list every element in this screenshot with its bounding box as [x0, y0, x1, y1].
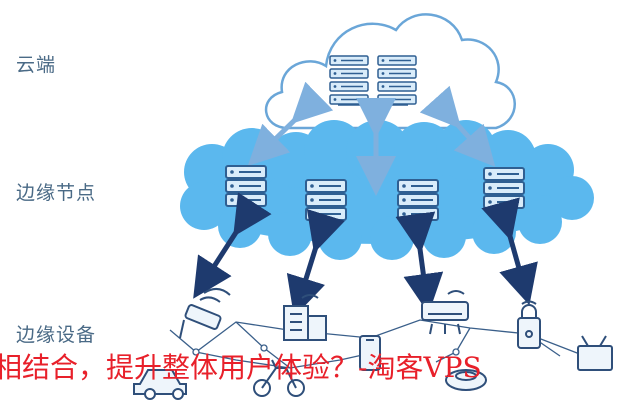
car-icon — [133, 369, 187, 400]
edge-device-arrow-2 — [286, 208, 346, 318]
smartphone-icon — [359, 335, 381, 371]
air-conditioner-icon — [421, 290, 469, 335]
cloud-edge-arrow-1 — [247, 81, 334, 166]
cloud-edge-arrow-3 — [419, 85, 496, 167]
edge-device-arrow-1 — [193, 192, 272, 299]
watermark-text: 相结合，提升整体用户体验？-淘客VPS — [0, 351, 482, 384]
tier-label-cloud: 云端 — [16, 54, 57, 76]
edge-server-2-icon — [305, 179, 347, 221]
edge-server-1-icon — [225, 165, 267, 207]
tier-label-edge-nodes: 边缘节点 — [16, 182, 97, 204]
edge-device-arrow-4 — [481, 197, 538, 306]
robot-vacuum-icon — [445, 369, 487, 391]
television-icon — [577, 335, 613, 371]
edge-server-4-icon — [483, 167, 525, 209]
edge-device-arrow-3 — [395, 211, 444, 314]
scooter-icon — [253, 359, 305, 397]
building-icon — [283, 294, 327, 341]
tier-label-edge-devices: 边缘设备 — [16, 324, 97, 346]
smart-lock-icon — [517, 300, 541, 349]
edge-server-3-icon — [397, 179, 439, 221]
security-camera-icon — [179, 288, 231, 339]
